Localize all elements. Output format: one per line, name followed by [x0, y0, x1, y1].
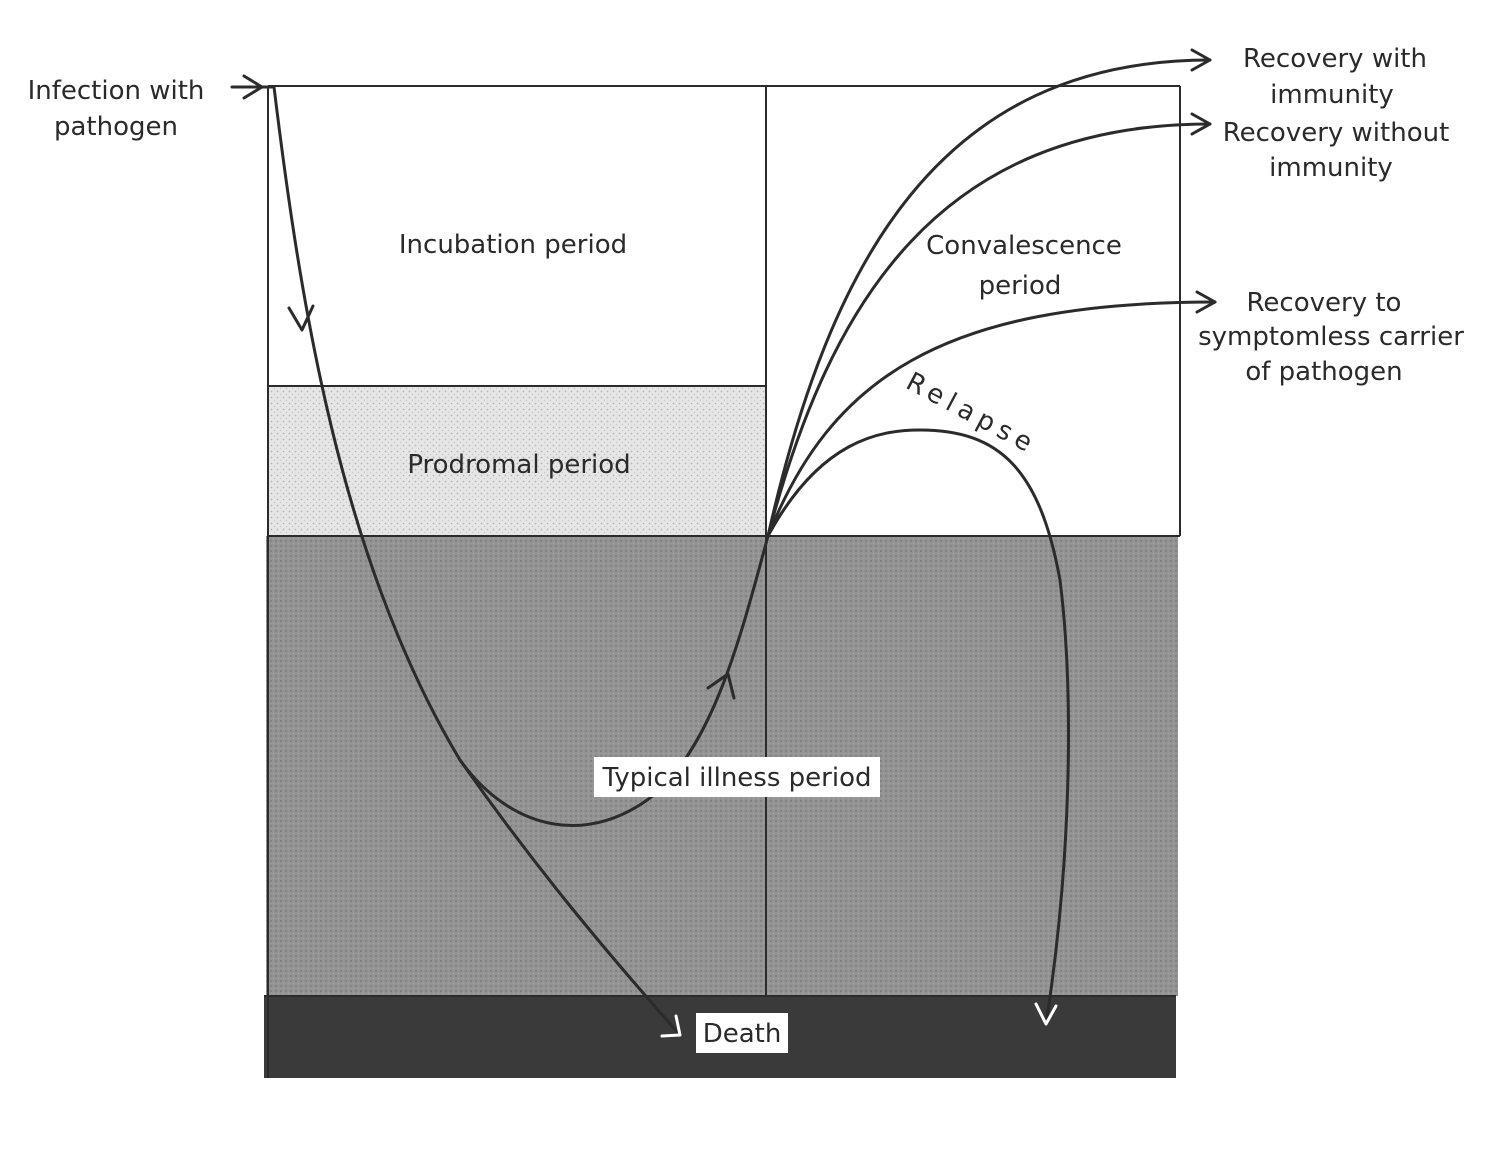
incubation-down-arrowhead: [287, 304, 315, 332]
recovery-without-immunity-curve: [766, 122, 1212, 538]
death-label-bg: [696, 1013, 788, 1053]
typical-illness-label-bg: [594, 757, 880, 797]
convalescence-label-line1: Convalescence: [926, 231, 1122, 261]
incubation-label: Incubation period: [399, 230, 627, 260]
outcome-carrier-line2: symptomless carrier: [1198, 322, 1464, 352]
death-branch-curve: [458, 758, 682, 1037]
relapse-arrowhead: [1034, 1002, 1058, 1026]
frame-lines: [264, 85, 1181, 1078]
recovery-carrier-arrowhead: [1195, 290, 1217, 314]
recovery-carrier-curve: [766, 300, 1217, 538]
incubation-region: [268, 86, 1180, 386]
outcome-with-immunity-line2: immunity: [1270, 80, 1394, 110]
typical-illness-label: Typical illness period: [602, 763, 872, 793]
infection-arrowhead: [242, 74, 264, 100]
prodromal-region: [268, 386, 766, 536]
recovery-with-immunity-arrowhead: [1190, 48, 1212, 72]
prodromal-label: Prodromal period: [407, 450, 630, 480]
outcome-with-immunity-line1: Recovery with: [1243, 44, 1427, 74]
outcome-without-immunity-line1: Recovery without: [1223, 118, 1450, 148]
outcome-carrier-line1: Recovery to: [1247, 288, 1402, 318]
infection-label-line1: Infection with: [28, 76, 205, 106]
death-label: Death: [703, 1019, 782, 1049]
death-arrowhead: [660, 1014, 682, 1038]
outcome-without-immunity-line2: immunity: [1269, 153, 1393, 183]
relapse-curve: [766, 428, 1070, 1026]
illness-course-curve: [272, 85, 770, 828]
convalescence-region: [766, 386, 1180, 536]
infection-label-line2: pathogen: [54, 112, 178, 142]
recovery-without-immunity-arrowhead: [1190, 112, 1212, 136]
outcome-carrier-line3: of pathogen: [1245, 357, 1402, 387]
recovery-with-immunity-curve: [766, 58, 1212, 538]
recovery-up-arrowhead: [706, 672, 736, 700]
convalescence-label-line2: period: [979, 271, 1062, 301]
